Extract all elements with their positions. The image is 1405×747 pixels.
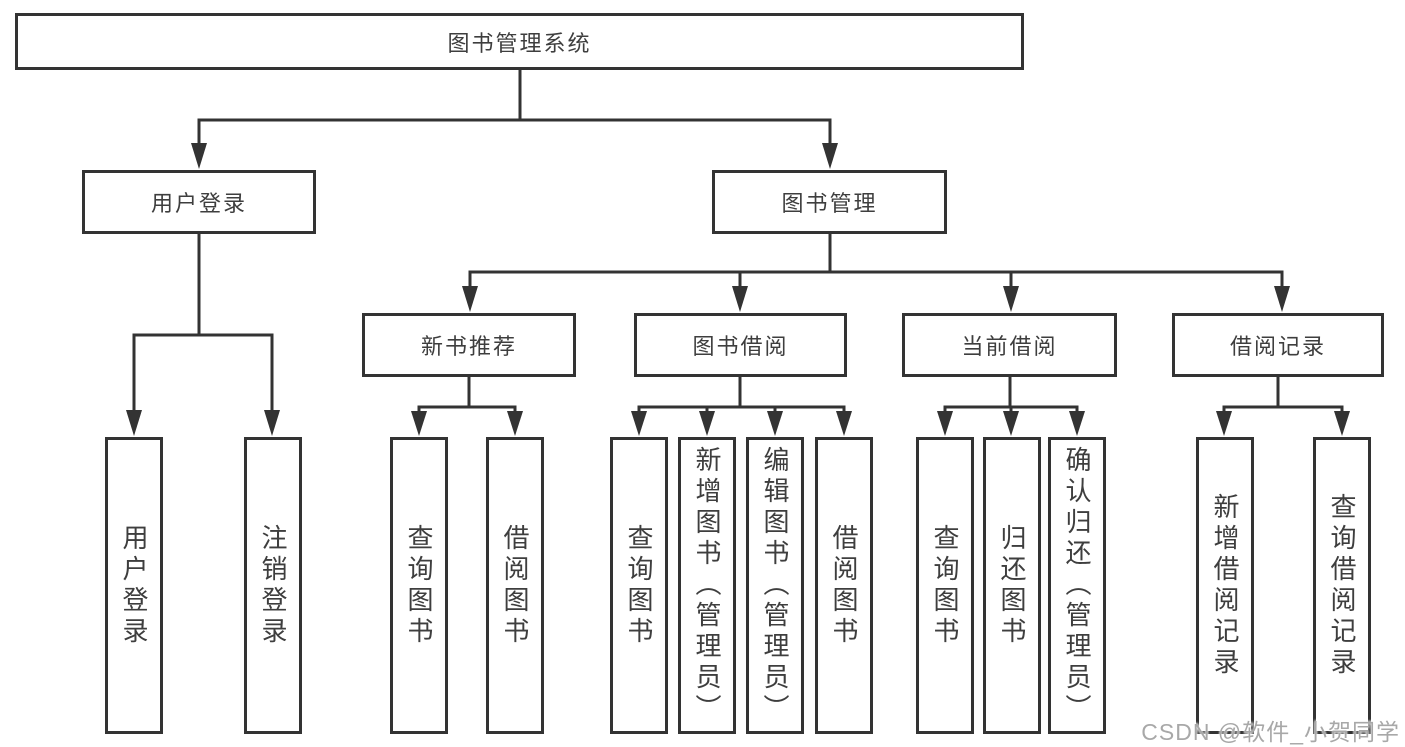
leaf-edit-book-admin: 编辑图书（管理员） [746,437,804,734]
node-new-book-recommend: 新书推荐 [362,313,576,377]
leaf-label: 确认归还（管理员） [1062,446,1092,725]
leaf-label: 查询借阅记录 [1327,492,1357,679]
leaf-confirm-return-admin: 确认归还（管理员） [1048,437,1106,734]
node-book-borrow: 图书借阅 [634,313,847,377]
leaf-label: 新增图书（管理员） [692,446,722,725]
leaf-query-book-current: 查询图书 [916,437,974,734]
arrow-down-icon [631,411,647,436]
arrow-down-icon [1216,411,1232,436]
arrow-down-icon [1069,411,1085,436]
arrow-down-icon [732,286,748,312]
arrow-down-icon [462,286,478,312]
arrow-down-icon [699,411,715,436]
arrow-down-icon [836,411,852,436]
node-label: 借阅记录 [1229,334,1326,359]
arrow-down-icon [264,410,280,436]
leaf-logout: 注销登录 [244,437,302,734]
connector-borrow-record-to-leaves [1216,377,1350,436]
arrow-down-icon [191,143,207,169]
arrow-down-icon [1274,286,1290,312]
arrow-down-icon [767,411,783,436]
node-label: 图书管理系统 [447,30,592,56]
node-label: 用户登录 [150,191,247,216]
leaf-query-book-recommend: 查询图书 [390,437,448,734]
node-label: 新书推荐 [420,334,517,359]
leaf-add-borrow-record: 新增借阅记录 [1196,437,1254,734]
leaf-label: 新增借阅记录 [1210,492,1240,679]
leaf-label: 借阅图书 [500,523,530,648]
node-current-borrow: 当前借阅 [902,313,1117,377]
leaf-query-borrow-record: 查询借阅记录 [1313,437,1371,734]
node-label: 图书借阅 [692,334,789,359]
node-book-management: 图书管理 [712,170,947,234]
arrow-down-icon [1334,411,1350,436]
leaf-label: 查询图书 [624,523,654,648]
leaf-user-login: 用户登录 [105,437,163,734]
node-root-system: 图书管理系统 [15,13,1024,70]
arrow-down-icon [126,410,142,436]
leaf-label: 归还图书 [997,523,1027,648]
connector-user-login-to-leaves [126,234,280,436]
leaf-label: 查询图书 [930,523,960,648]
csdn-watermark: CSDN @软件_小贺同学 [1141,719,1400,745]
connector-book-management-to-level3 [462,234,1290,312]
connector-book-borrow-to-leaves [631,377,852,436]
leaf-add-book-admin: 新增图书（管理员） [678,437,736,734]
leaf-borrow-book: 借阅图书 [815,437,873,734]
leaf-return-book: 归还图书 [983,437,1041,734]
leaf-label: 编辑图书（管理员） [760,446,790,725]
arrow-down-icon [937,411,953,436]
arrow-down-icon [1003,411,1019,436]
leaf-label: 注销登录 [258,523,288,648]
connector-current-borrow-to-leaves [937,377,1085,436]
arrow-down-icon [822,143,838,169]
connector-root-to-level2 [191,70,838,169]
connector-new-book-recommend-to-leaves [411,377,523,436]
leaf-label: 查询图书 [404,523,434,648]
arrow-down-icon [507,411,523,436]
leaf-label: 用户登录 [119,523,149,648]
arrow-down-icon [1003,286,1019,312]
arrow-down-icon [411,411,427,436]
leaf-borrow-book-recommend: 借阅图书 [486,437,544,734]
node-label: 图书管理 [781,191,878,216]
node-borrow-record: 借阅记录 [1172,313,1384,377]
node-label: 当前借阅 [961,334,1058,359]
leaf-label: 借阅图书 [829,523,859,648]
node-user-login: 用户登录 [82,170,316,234]
leaf-query-book-borrow: 查询图书 [610,437,668,734]
